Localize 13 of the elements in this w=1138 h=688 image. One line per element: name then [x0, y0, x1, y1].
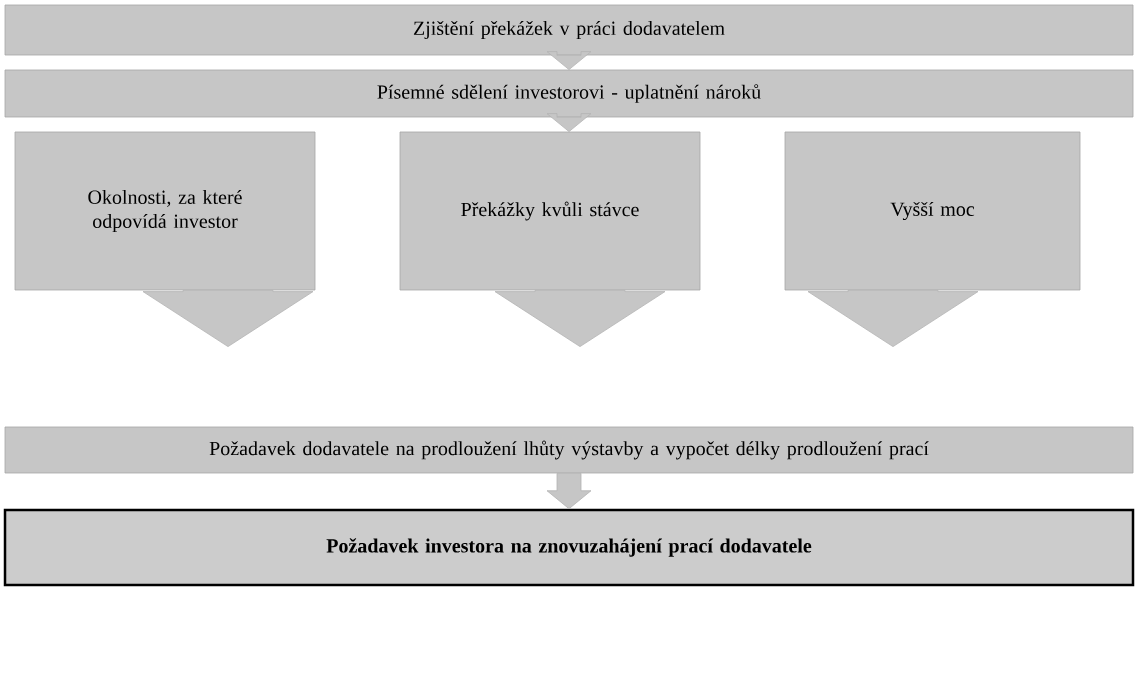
process-box: Vyšší moc	[784, 131, 1081, 291]
block-arrow	[546, 473, 592, 510]
block-arrow	[546, 51, 592, 70]
process-bar: Požadavek dodavatele na prodloužení lhůty výstavby a vypočet délky prodloužení prací	[4, 426, 1134, 474]
block-arrow	[546, 113, 592, 132]
process-bar: Písemné sdělení investorovi - uplatnění nároků	[4, 69, 1134, 118]
result-bar: Požadavek investora na znovuzahájení prací dodavatele	[3, 508, 1135, 587]
process-box: Okolnosti, za které odpovídá investor	[14, 131, 316, 291]
process-bar: Zjištění překážek v práci dodavatelem	[4, 4, 1134, 56]
block-arrow	[494, 290, 666, 347]
block-arrow	[142, 290, 314, 347]
block-arrow	[807, 290, 979, 347]
process-box: Překážky kvůli stávce	[399, 131, 701, 291]
